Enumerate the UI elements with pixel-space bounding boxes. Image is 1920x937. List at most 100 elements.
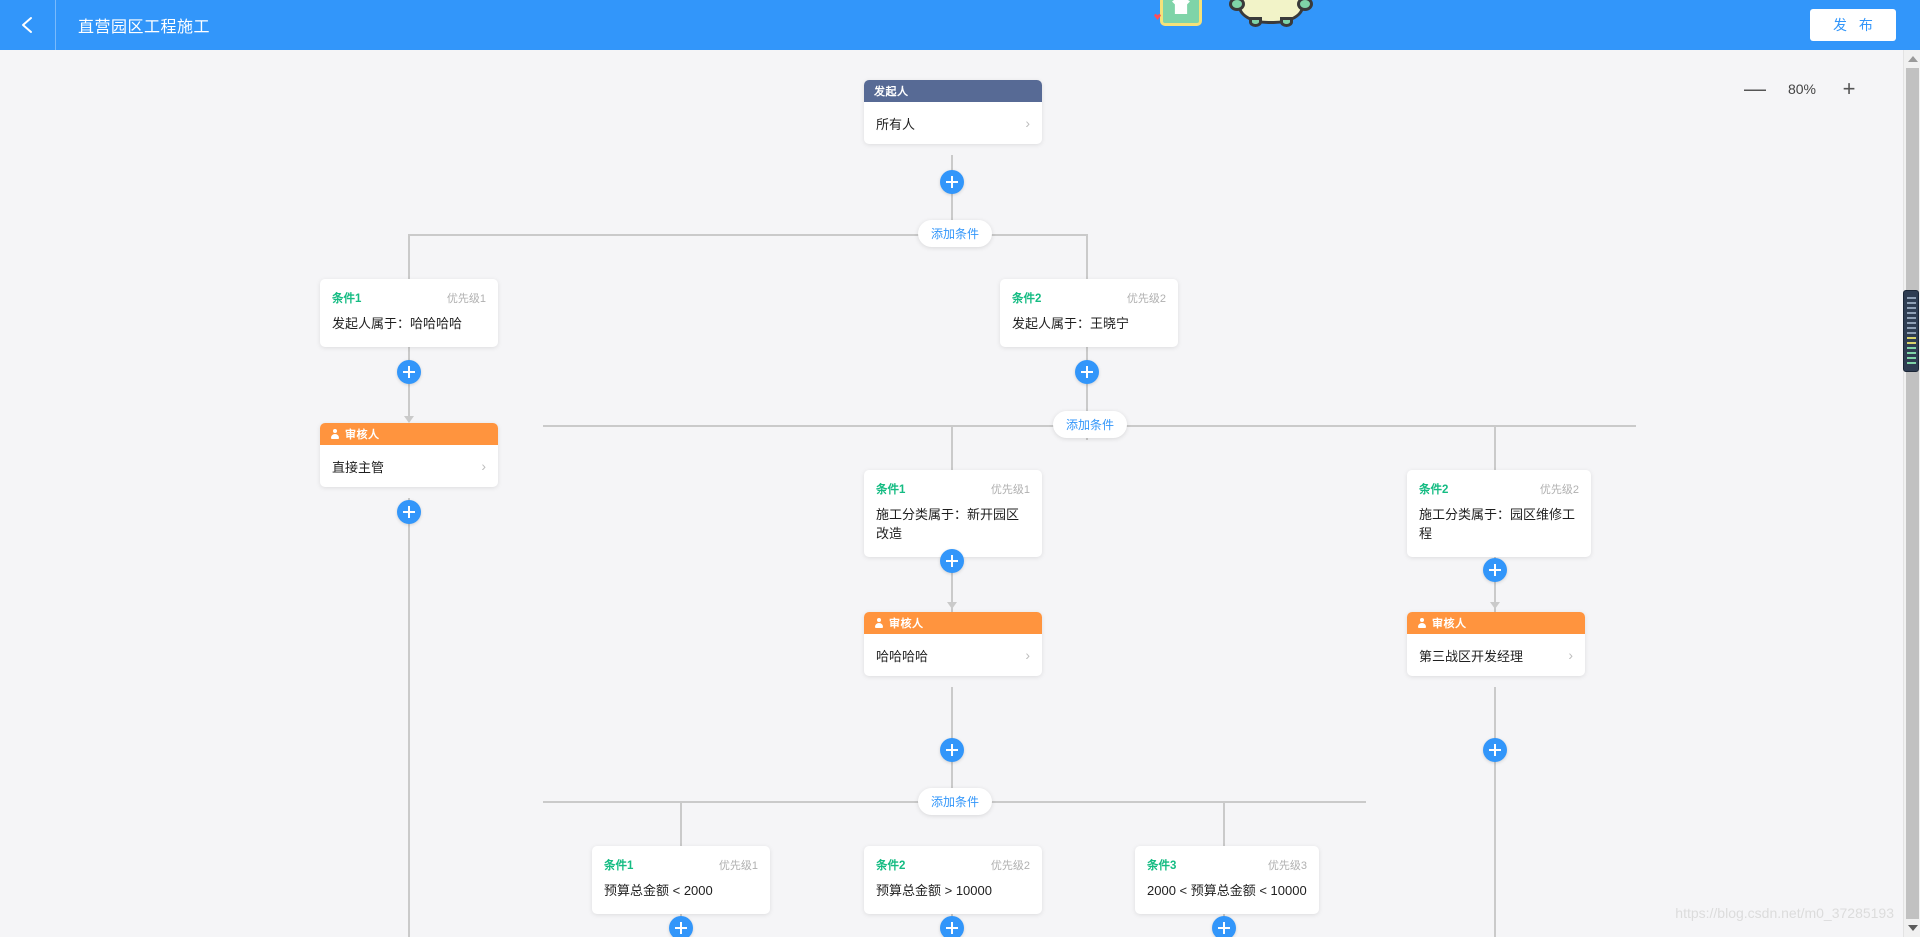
condition-node-l1-2[interactable]: 条件2 优先级2 发起人属于：王晓宁 xyxy=(1000,279,1178,347)
approver-right-body[interactable]: 第三战区开发经理 › xyxy=(1407,634,1585,676)
condition-l3-1-priority: 优先级1 xyxy=(718,860,758,872)
approver-mid-header: 审核人 xyxy=(864,612,1042,634)
condition-l1-2-priority: 优先级2 xyxy=(1126,293,1166,305)
approver-mid-header-label: 审核人 xyxy=(889,618,924,630)
approver-right-header-label: 审核人 xyxy=(1432,618,1467,630)
add-node-button-start[interactable] xyxy=(940,170,964,194)
connector-l1-1-to-approver xyxy=(408,384,410,421)
sticker-foot-right xyxy=(1280,17,1293,27)
approver-mid-body[interactable]: 哈哈哈哈 › xyxy=(864,634,1042,676)
connector-l2-2-to-approver xyxy=(1494,581,1496,612)
publish-button[interactable]: 发 布 xyxy=(1810,9,1896,41)
page-title: 直营园区工程施工 xyxy=(78,19,211,36)
connector-approver-mid-down xyxy=(951,687,953,727)
add-condition-button-level3[interactable]: 添加条件 xyxy=(918,788,993,815)
zoom-level-label: 80% xyxy=(1787,81,1817,97)
approver-node-right[interactable]: 审核人 第三战区开发经理 › xyxy=(1407,612,1585,676)
condition-l1-1-top: 条件1 优先级1 xyxy=(332,290,486,306)
connector-approver-left-tail xyxy=(408,520,410,937)
shirt-sticker-icon xyxy=(1160,0,1202,26)
scroll-down-arrow-icon[interactable] xyxy=(1908,925,1918,931)
app-header: 直营园区工程施工 发 布 xyxy=(0,0,1920,50)
watermark: https://blog.csdn.net/m0_37285193 xyxy=(1675,905,1894,921)
condition-l1-1-priority: 优先级1 xyxy=(446,293,486,305)
approver-left-header: 审核人 xyxy=(320,423,498,445)
add-node-button-l1-2[interactable] xyxy=(1075,360,1099,384)
condition-l2-2-priority: 优先级2 xyxy=(1539,484,1579,496)
connector-l3-right-drop xyxy=(1223,801,1225,847)
scroll-up-arrow-icon[interactable] xyxy=(1908,56,1918,62)
condition-node-l3-1[interactable]: 条件1 优先级1 预算总金额 < 2000 xyxy=(592,846,770,914)
add-node-button-approver-mid[interactable] xyxy=(940,738,964,762)
start-node-value: 所有人 xyxy=(876,116,916,132)
flow-canvas[interactable]: 发起人 所有人 › 添加条件 条件1 优先级1 发起人属于：哈哈哈哈 条件2 xyxy=(0,50,1920,937)
chevron-left-icon xyxy=(21,17,32,33)
flow-root: 发起人 所有人 › 添加条件 条件1 优先级1 发起人属于：哈哈哈哈 条件2 xyxy=(0,50,1920,937)
condition-l1-1-name: 条件1 xyxy=(332,293,362,305)
add-node-button-l2-2[interactable] xyxy=(1483,558,1507,582)
creature-sticker-icon xyxy=(1229,0,1313,27)
connector-l3-left-drop xyxy=(680,801,682,847)
scrollbar-track[interactable] xyxy=(1906,68,1919,919)
condition-node-l2-2[interactable]: 条件2 优先级2 施工分类属于：园区维修工程 xyxy=(1407,470,1591,557)
start-node[interactable]: 发起人 所有人 › xyxy=(864,80,1042,144)
condition-l3-2-top: 条件2 优先级2 xyxy=(876,857,1030,873)
approver-node-left[interactable]: 审核人 直接主管 › xyxy=(320,423,498,487)
add-node-button-l3-2[interactable] xyxy=(940,916,964,937)
condition-node-l2-1[interactable]: 条件1 优先级1 施工分类属于：新开园区改造 xyxy=(864,470,1042,557)
sticker-ear-right xyxy=(1297,0,1313,11)
condition-l3-3-name: 条件3 xyxy=(1147,860,1177,872)
user-icon xyxy=(1417,618,1427,628)
add-node-button-l1-1[interactable] xyxy=(397,360,421,384)
approver-left-body[interactable]: 直接主管 › xyxy=(320,445,498,487)
arrow-l1-1 xyxy=(404,416,414,423)
arrow-l2-1 xyxy=(947,602,957,609)
condition-l3-3-top: 条件3 优先级3 xyxy=(1147,857,1307,873)
condition-l3-3-priority: 优先级3 xyxy=(1267,860,1307,872)
add-node-button-approver-left[interactable] xyxy=(397,500,421,524)
approver-right-value: 第三战区开发经理 xyxy=(1419,648,1524,664)
approver-left-value: 直接主管 xyxy=(332,459,385,475)
add-node-button-l3-3[interactable] xyxy=(1212,916,1236,937)
add-node-button-l3-1[interactable] xyxy=(669,916,693,937)
chevron-right-icon: › xyxy=(1025,115,1030,131)
condition-l3-3-text: 2000 < 预算总金额 < 10000 xyxy=(1147,883,1307,898)
chevron-right-icon: › xyxy=(481,458,486,474)
condition-l2-2-top: 条件2 优先级2 xyxy=(1419,481,1579,497)
zoom-out-button[interactable]: — xyxy=(1744,76,1766,101)
condition-node-l3-2[interactable]: 条件2 优先级2 预算总金额 > 10000 xyxy=(864,846,1042,914)
condition-l1-2-top: 条件2 优先级2 xyxy=(1012,290,1166,306)
condition-l1-2-name: 条件2 xyxy=(1012,293,1042,305)
sticker-ear-left xyxy=(1229,0,1245,11)
vertical-scrollbar[interactable] xyxy=(1903,50,1920,937)
condition-l2-1-priority: 优先级1 xyxy=(990,484,1030,496)
condition-l1-2-text: 发起人属于：王晓宁 xyxy=(1012,316,1130,331)
add-condition-button-level1[interactable]: 添加条件 xyxy=(918,220,993,247)
condition-l3-2-text: 预算总金额 > 10000 xyxy=(876,883,992,898)
add-condition-button-level2[interactable]: 添加条件 xyxy=(1053,411,1128,438)
add-node-button-l2-1[interactable] xyxy=(940,549,964,573)
condition-l1-1-text: 发起人属于：哈哈哈哈 xyxy=(332,316,463,331)
start-node-body[interactable]: 所有人 › xyxy=(864,102,1042,144)
user-icon xyxy=(874,618,884,628)
condition-l2-1-top: 条件1 优先级1 xyxy=(876,481,1030,497)
chevron-right-icon: › xyxy=(1568,647,1573,663)
approver-mid-value: 哈哈哈哈 xyxy=(876,648,929,664)
chevron-right-icon: › xyxy=(1025,647,1030,663)
condition-node-l1-1[interactable]: 条件1 优先级1 发起人属于：哈哈哈哈 xyxy=(320,279,498,347)
condition-l2-1-text: 施工分类属于：新开园区改造 xyxy=(876,507,1020,541)
scrollbar-thumb[interactable] xyxy=(1903,290,1919,372)
back-button[interactable] xyxy=(0,0,56,50)
start-node-header: 发起人 xyxy=(864,80,1042,102)
zoom-in-button[interactable]: + xyxy=(1842,76,1856,101)
connector-approver-right-down xyxy=(1494,687,1496,727)
condition-l3-1-top: 条件1 优先级1 xyxy=(604,857,758,873)
zoom-control: — 80% + xyxy=(1742,76,1862,102)
add-node-button-approver-right[interactable] xyxy=(1483,738,1507,762)
condition-l3-2-priority: 优先级2 xyxy=(990,860,1030,872)
connector-start-to-branch xyxy=(951,194,953,234)
approver-node-mid[interactable]: 审核人 哈哈哈哈 › xyxy=(864,612,1042,676)
condition-node-l3-3[interactable]: 条件3 优先级3 2000 < 预算总金额 < 10000 xyxy=(1135,846,1319,914)
condition-l3-2-name: 条件2 xyxy=(876,860,906,872)
connector-approver-right-tail xyxy=(1494,726,1496,937)
